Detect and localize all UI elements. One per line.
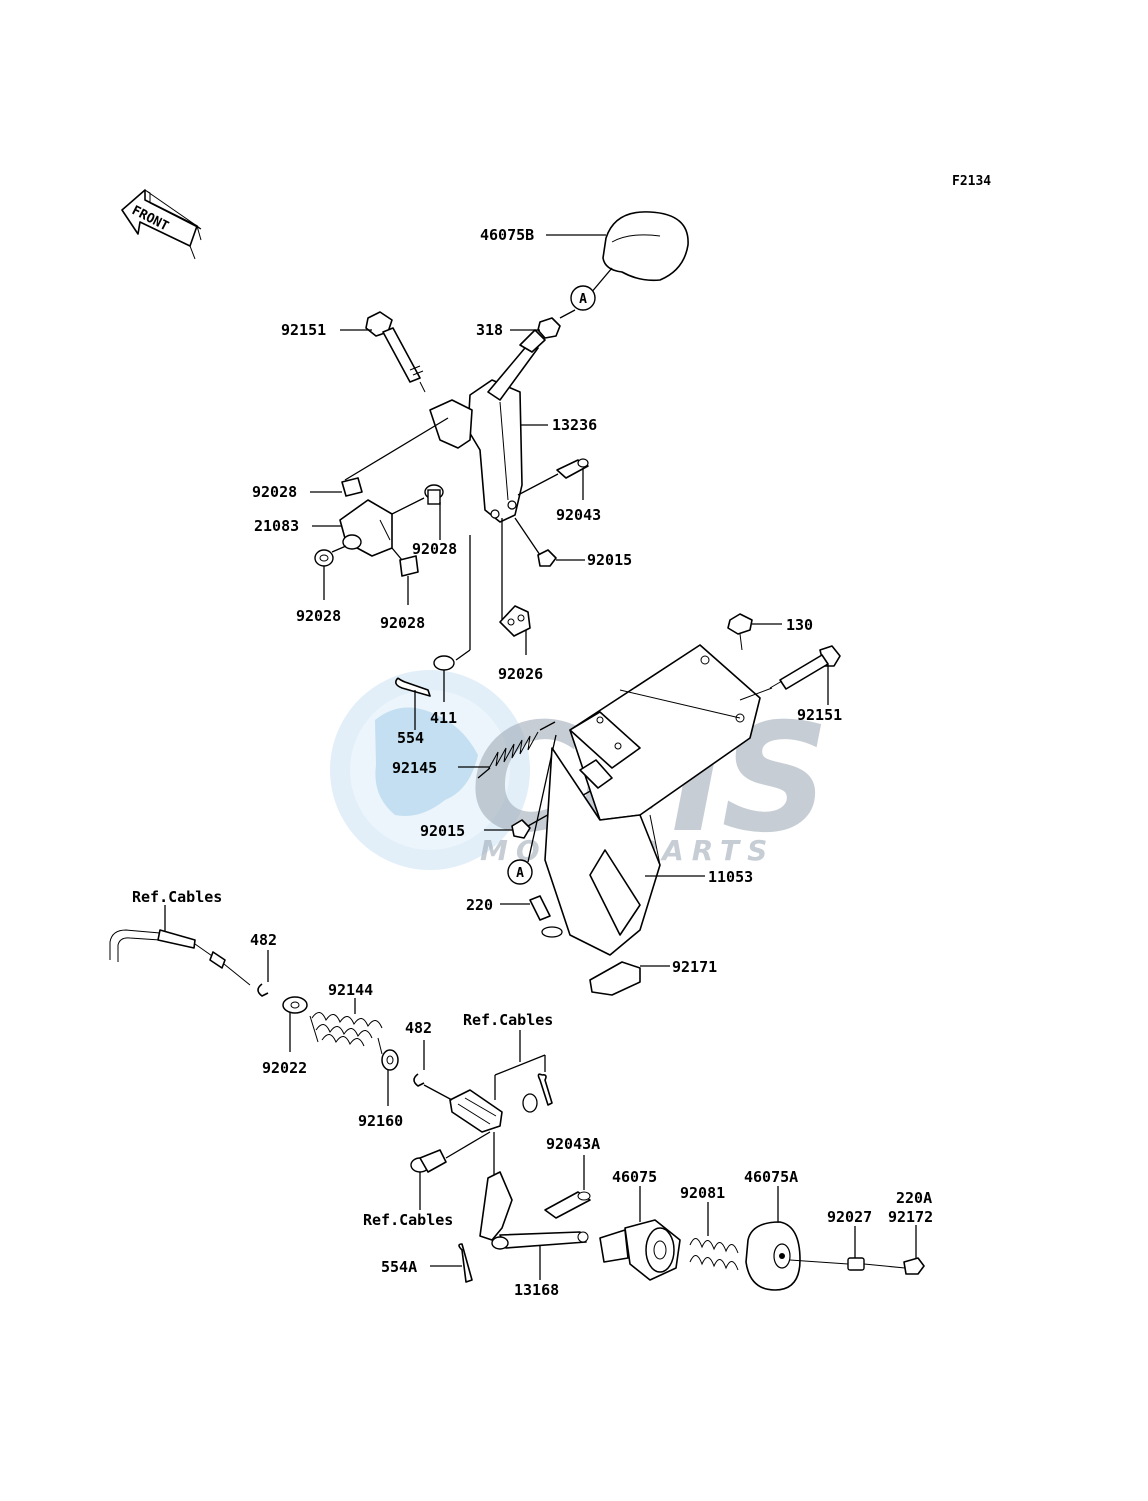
label-92144: 92144 xyxy=(328,981,373,999)
label-92172: 92172 xyxy=(888,1208,933,1226)
collar-92043a xyxy=(544,1191,591,1219)
label-411: 411 xyxy=(430,709,457,727)
pedal-bracket-11053 xyxy=(544,644,761,956)
bush-92028-right xyxy=(424,484,444,505)
clip-482-upper xyxy=(257,983,269,997)
nut-92015-lower xyxy=(511,819,531,839)
clevis xyxy=(449,1089,503,1133)
label-ref-cables-upper: Ref.Cables xyxy=(132,888,222,906)
spring-92144 xyxy=(309,1012,383,1055)
label-220a: 220A xyxy=(896,1189,932,1207)
label-21083: 21083 xyxy=(254,517,299,535)
clip-482-lower xyxy=(413,1073,425,1087)
washer-92160 xyxy=(381,1049,399,1071)
bush-92028-left xyxy=(314,549,334,567)
label-92171: 92171 xyxy=(672,958,717,976)
label-13168: 13168 xyxy=(514,1281,559,1299)
cotter-pin-554 xyxy=(394,677,431,697)
label-220: 220 xyxy=(466,896,493,914)
spring-92081 xyxy=(689,1238,739,1271)
pedal-cover-92171 xyxy=(589,961,641,996)
label-92028-left: 92028 xyxy=(296,607,341,625)
callout-a-lower: A xyxy=(507,859,533,885)
collar-92043 xyxy=(556,458,589,479)
label-92043: 92043 xyxy=(556,506,601,524)
label-92043a: 92043A xyxy=(546,1135,600,1153)
label-554: 554 xyxy=(397,729,424,747)
label-92151-lower: 92151 xyxy=(797,706,842,724)
cable-ref-upper xyxy=(109,929,251,986)
bush-92027 xyxy=(847,1257,865,1271)
label-482-lower: 482 xyxy=(405,1019,432,1037)
callout-a-top: A xyxy=(570,285,596,311)
bolt-92151-lower xyxy=(769,645,841,690)
callout-a-top-text: A xyxy=(579,292,587,307)
plate-92026 xyxy=(499,605,531,637)
weight-46075 xyxy=(599,1219,681,1281)
pin-ref-cables xyxy=(537,1073,553,1106)
diagram-code: F2134 xyxy=(952,174,991,189)
lever-13168 xyxy=(479,1171,589,1250)
spring-92145 xyxy=(477,721,556,779)
holder-21083 xyxy=(339,499,393,557)
label-130: 130 xyxy=(786,616,813,634)
label-554a: 554A xyxy=(381,1258,417,1276)
bolt-92172 xyxy=(903,1257,925,1275)
label-92027: 92027 xyxy=(827,1208,872,1226)
nut-318 xyxy=(537,317,561,339)
bolt-130 xyxy=(727,613,753,651)
label-92026: 92026 xyxy=(498,665,543,683)
callout-a-lower-text: A xyxy=(516,866,524,881)
bush-92028-upper xyxy=(341,477,363,497)
label-46075b: 46075B xyxy=(480,226,534,244)
cotter-pin-554a xyxy=(458,1243,473,1283)
label-92151-top: 92151 xyxy=(281,321,326,339)
label-92022: 92022 xyxy=(262,1059,307,1077)
washer-92022 xyxy=(282,996,308,1014)
pin-ref-cables-lower xyxy=(410,1149,447,1173)
label-92028-lower: 92028 xyxy=(380,614,425,632)
part-labels: 46075B 318 92151 13236 92028 21083 92043… xyxy=(132,226,933,1299)
label-92028-upper: 92028 xyxy=(252,483,297,501)
label-318: 318 xyxy=(476,321,503,339)
label-482-upper: 482 xyxy=(250,931,277,949)
washer-ref-cables xyxy=(522,1093,538,1113)
weight-46075a xyxy=(745,1221,801,1291)
label-ref-cables-middle: Ref.Cables xyxy=(463,1011,553,1029)
label-11053: 11053 xyxy=(708,868,753,886)
label-92015-upper: 92015 xyxy=(587,551,632,569)
label-92160: 92160 xyxy=(358,1112,403,1130)
label-92015-lower: 92015 xyxy=(420,822,465,840)
bolt-220 xyxy=(529,895,563,938)
label-ref-cables-lower: Ref.Cables xyxy=(363,1211,453,1229)
shift-lever-13236 xyxy=(429,329,546,523)
label-46075a: 46075A xyxy=(744,1168,798,1186)
washer-411 xyxy=(433,655,455,671)
label-46075: 46075 xyxy=(612,1168,657,1186)
front-arrow-icon: FRONT xyxy=(121,189,202,260)
label-92081: 92081 xyxy=(680,1184,725,1202)
label-92145: 92145 xyxy=(392,759,437,777)
label-13236: 13236 xyxy=(552,416,597,434)
bolt-92151-top xyxy=(365,311,426,393)
nut-92015-upper xyxy=(537,549,557,567)
knob-46075b xyxy=(602,211,689,282)
label-92028-right: 92028 xyxy=(412,540,457,558)
bush-92028-lower xyxy=(399,555,419,577)
